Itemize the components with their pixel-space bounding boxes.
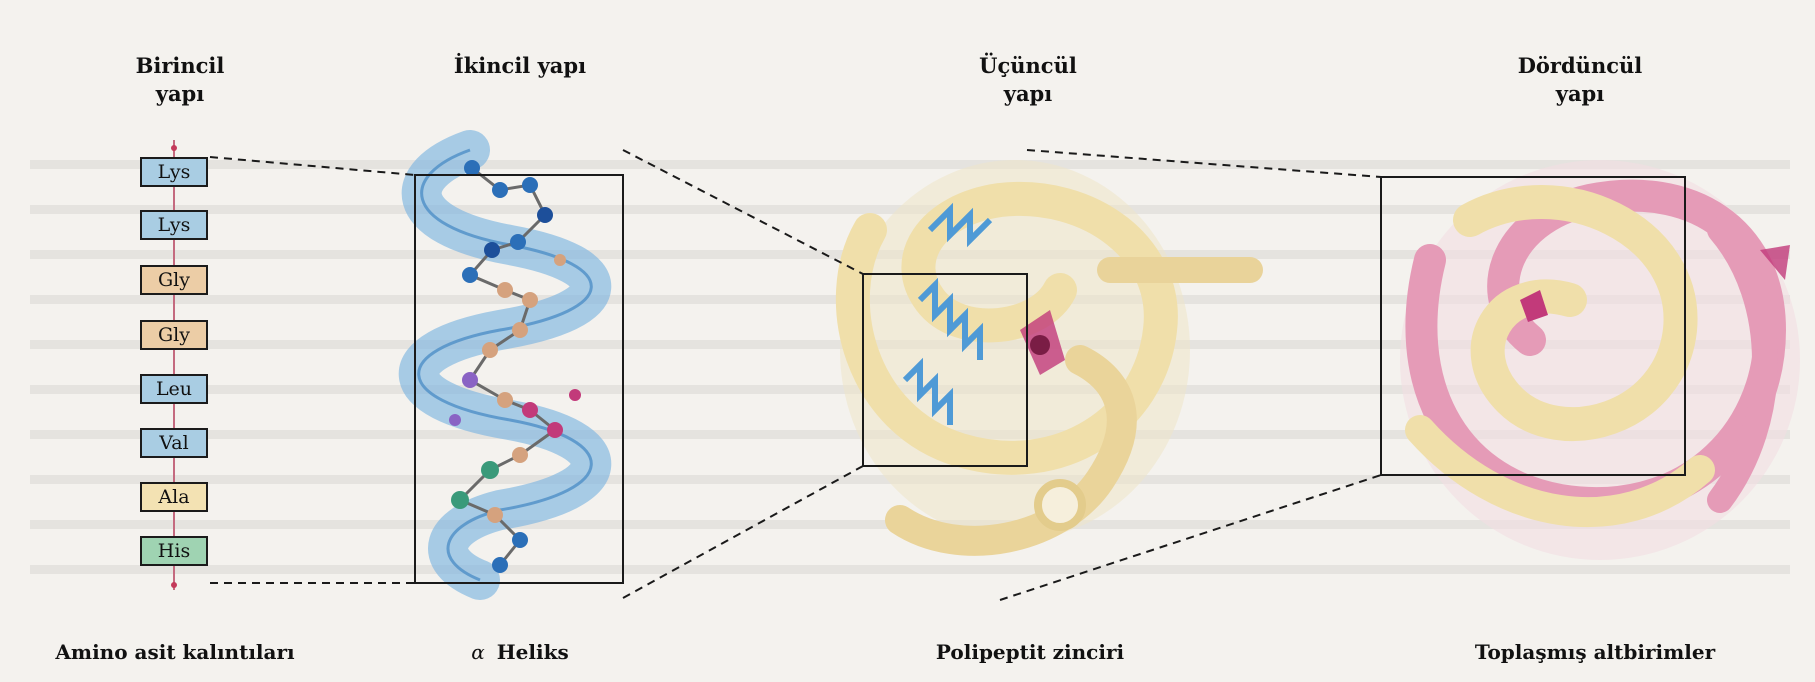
heading-quaternary-structure: Dördüncül yapı xyxy=(1505,52,1655,108)
heading-tertiary-structure: Üçüncül yapı xyxy=(958,52,1098,108)
caption-primary: Amino asit kalıntıları xyxy=(20,640,330,664)
residue-box: Gly xyxy=(140,320,208,350)
alpha-helix-illustration xyxy=(419,150,592,580)
caption-secondary: α Heliks xyxy=(440,640,600,664)
heading-secondary-structure: İkincil yapı xyxy=(450,52,590,80)
residue-box: Val xyxy=(140,428,208,458)
zoom-connector-lines xyxy=(210,150,1381,600)
alpha-symbol: α xyxy=(471,640,485,664)
caption-secondary-label: Heliks xyxy=(497,640,569,664)
aggregated-subunits-illustration xyxy=(1400,160,1800,560)
residue-box: His xyxy=(140,536,208,566)
residue-box: Lys xyxy=(140,210,208,240)
residue-box: Lys xyxy=(140,157,208,187)
residue-box: Ala xyxy=(140,482,208,512)
caption-tertiary: Polipeptit zinciri xyxy=(890,640,1170,664)
heading-primary-structure: Birincil yapı xyxy=(110,52,250,108)
caption-quaternary: Toplaşmış altbirimler xyxy=(1435,640,1755,664)
residue-box: Gly xyxy=(140,265,208,295)
residue-box: Leu xyxy=(140,374,208,404)
